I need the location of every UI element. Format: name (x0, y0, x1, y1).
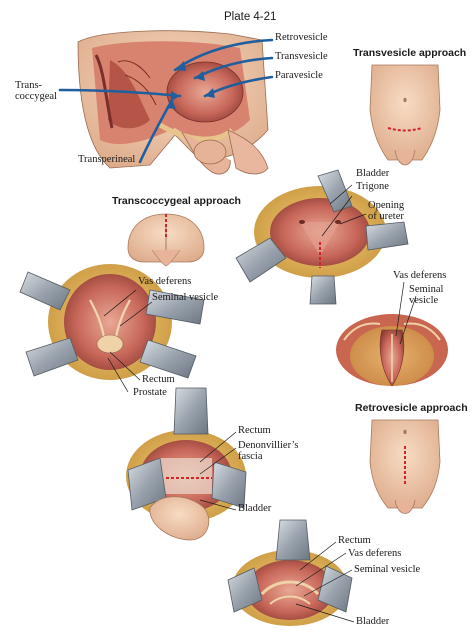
route-label-retrovesicle: Retrovesicle (275, 32, 328, 43)
label-fascia: fascia (238, 451, 263, 462)
label-vas-deferens-bottom: Vas deferens (348, 548, 402, 559)
label-rectum-posterior: Rectum (238, 425, 271, 436)
label-vesicle-inset: vesicle (409, 295, 439, 306)
transcoccygeal-buttocks (127, 213, 205, 267)
label-seminal-vesicle-bottom: Seminal vesicle (354, 564, 421, 575)
label-leader-lines (103, 184, 417, 623)
bottom-dissection-view (227, 519, 353, 626)
transvesicle-approach-title: Transvesicle approach (353, 47, 467, 59)
label-seminal-inset: Seminal (409, 284, 444, 295)
label-rectum-perineal: Rectum (142, 374, 175, 385)
route-label-transperineal: Transperineal (78, 154, 136, 165)
transvesicle-torso (369, 64, 441, 166)
label-opening: Opening (368, 200, 405, 211)
label-bladder-bottom: Bladder (356, 616, 390, 627)
label-of-ureter: of ureter (368, 211, 404, 222)
route-label-paravesicle: Paravesicle (275, 70, 323, 81)
sagittal-pelvis-illustration (58, 30, 274, 175)
perineal-dissection-view (19, 264, 205, 380)
vesicle-inset-view (336, 314, 448, 387)
bladder-trigone-view (235, 169, 409, 305)
label-bladder-top: Bladder (356, 168, 390, 179)
plate-title: Plate 4-21 (224, 11, 277, 23)
label-trigone: Trigone (356, 181, 389, 192)
label-prostate: Prostate (133, 387, 167, 398)
retrovesicle-approach-title: Retrovesicle approach (355, 402, 468, 414)
route-label-transcoccygeal-line1: Trans- (15, 80, 43, 91)
label-bladder-posterior: Bladder (238, 503, 272, 514)
transcoccygeal-approach-title: Transcoccygeal approach (112, 195, 241, 207)
label-vas-deferens-inset: Vas deferens (393, 270, 447, 281)
route-label-transcoccygeal-line2: coccygeal (15, 91, 57, 102)
route-label-transvesicle: Transvesicle (275, 51, 328, 62)
label-vas-deferens-perineal: Vas deferens (138, 276, 192, 287)
posterior-dissection-view (126, 387, 247, 541)
label-seminal-vesicle-perineal: Seminal vesicle (152, 292, 219, 303)
label-rectum-bottom: Rectum (338, 535, 371, 546)
label-denonvilliers: Denonvillier’s (238, 440, 299, 451)
retrovesicle-torso (369, 419, 441, 514)
